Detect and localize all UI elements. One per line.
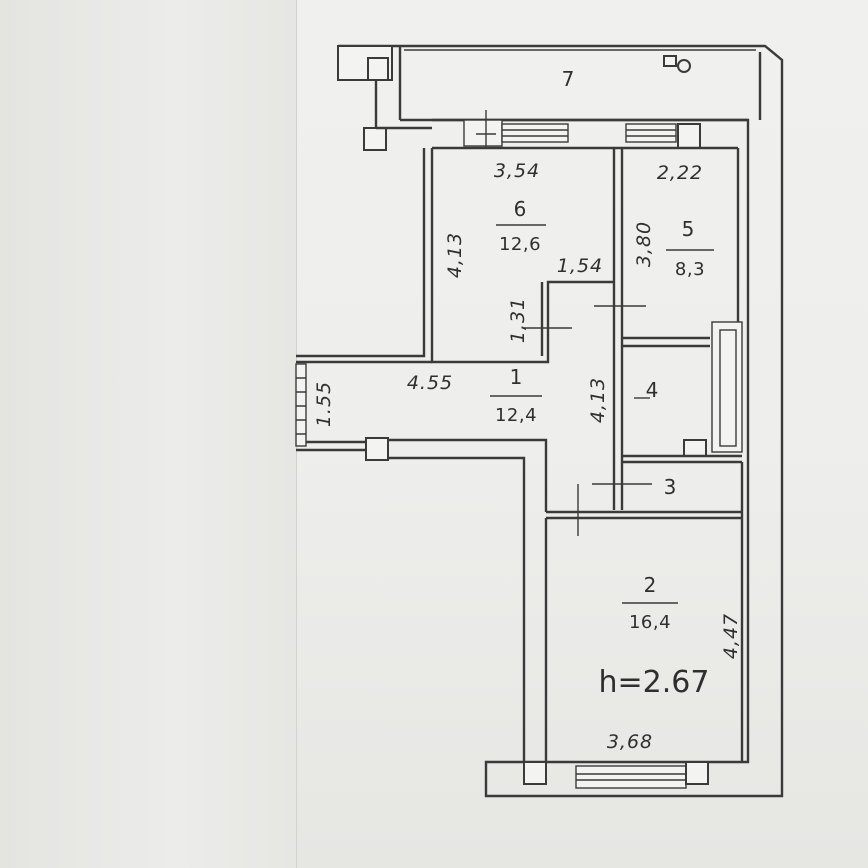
- south-pier-right: [685, 761, 709, 785]
- room-5-number: 5: [682, 217, 695, 241]
- dim-room2-length: 4,47: [720, 613, 742, 659]
- room-4-number: 4: [646, 378, 659, 402]
- entrance-door: [295, 363, 307, 447]
- dimension-labels: 3,54 2,22 4,13 3,80 1,54 1,31 4.55 1.55 …: [313, 160, 742, 753]
- room-3-number: 3: [664, 475, 677, 499]
- dimension-ticks: [476, 110, 652, 536]
- room-6-walls: [296, 148, 614, 364]
- dim-room5-length: 3,80: [633, 221, 655, 267]
- outer-walls: [337, 44, 784, 798]
- dim-room6-width: 3,54: [494, 160, 540, 182]
- north-pier: [677, 123, 701, 149]
- room-1-number: 1: [510, 365, 523, 389]
- corner-column: [363, 127, 387, 151]
- room-2-number: 2: [644, 573, 657, 597]
- dim-niche-width: 1,54: [557, 255, 603, 277]
- north-wall: [376, 118, 748, 150]
- room-2-walls: [523, 761, 709, 789]
- room-1-area: 12,4: [495, 405, 537, 426]
- room-6-area: 12,6: [499, 234, 541, 255]
- room-labels: 7 6 12,6 5 8,3 1 12,4 4 3 2 16,4 h=2.67: [490, 67, 714, 700]
- balcony-fixture: [663, 55, 677, 67]
- dim-room5-width: 2,22: [657, 162, 703, 184]
- balcony-drain-icon: [677, 59, 691, 73]
- window-room6-left: [463, 119, 503, 147]
- window-room2: [575, 765, 687, 789]
- bathroom-pier: [683, 439, 707, 457]
- dim-hall-length: 4.55: [407, 372, 453, 394]
- hallway-1: [295, 360, 548, 762]
- south-pier-left: [523, 761, 547, 785]
- dim-hall-width: 1.55: [313, 381, 335, 427]
- paper-right-page: [296, 0, 868, 868]
- dim-room6-length: 4,13: [444, 232, 466, 278]
- dim-niche-depth: 1,31: [507, 297, 529, 343]
- window-room6: [501, 123, 569, 143]
- ceiling-height: h=2.67: [599, 665, 710, 700]
- paper-left-page: [0, 0, 296, 868]
- dim-room2-width: 3,68: [607, 731, 653, 753]
- bathroom-4: [622, 321, 743, 464]
- room-6-number: 6: [514, 197, 527, 221]
- entry-pier: [365, 437, 389, 461]
- room-5-area: 8,3: [675, 259, 705, 280]
- bathtub-inner: [719, 329, 737, 447]
- dim-corridor-length: 4,13: [587, 377, 609, 423]
- room-2-area: 16,4: [629, 612, 671, 633]
- central-partition: [612, 148, 740, 510]
- window-room5: [625, 123, 677, 143]
- room-7-number: 7: [562, 67, 575, 91]
- balcony-post: [367, 57, 389, 81]
